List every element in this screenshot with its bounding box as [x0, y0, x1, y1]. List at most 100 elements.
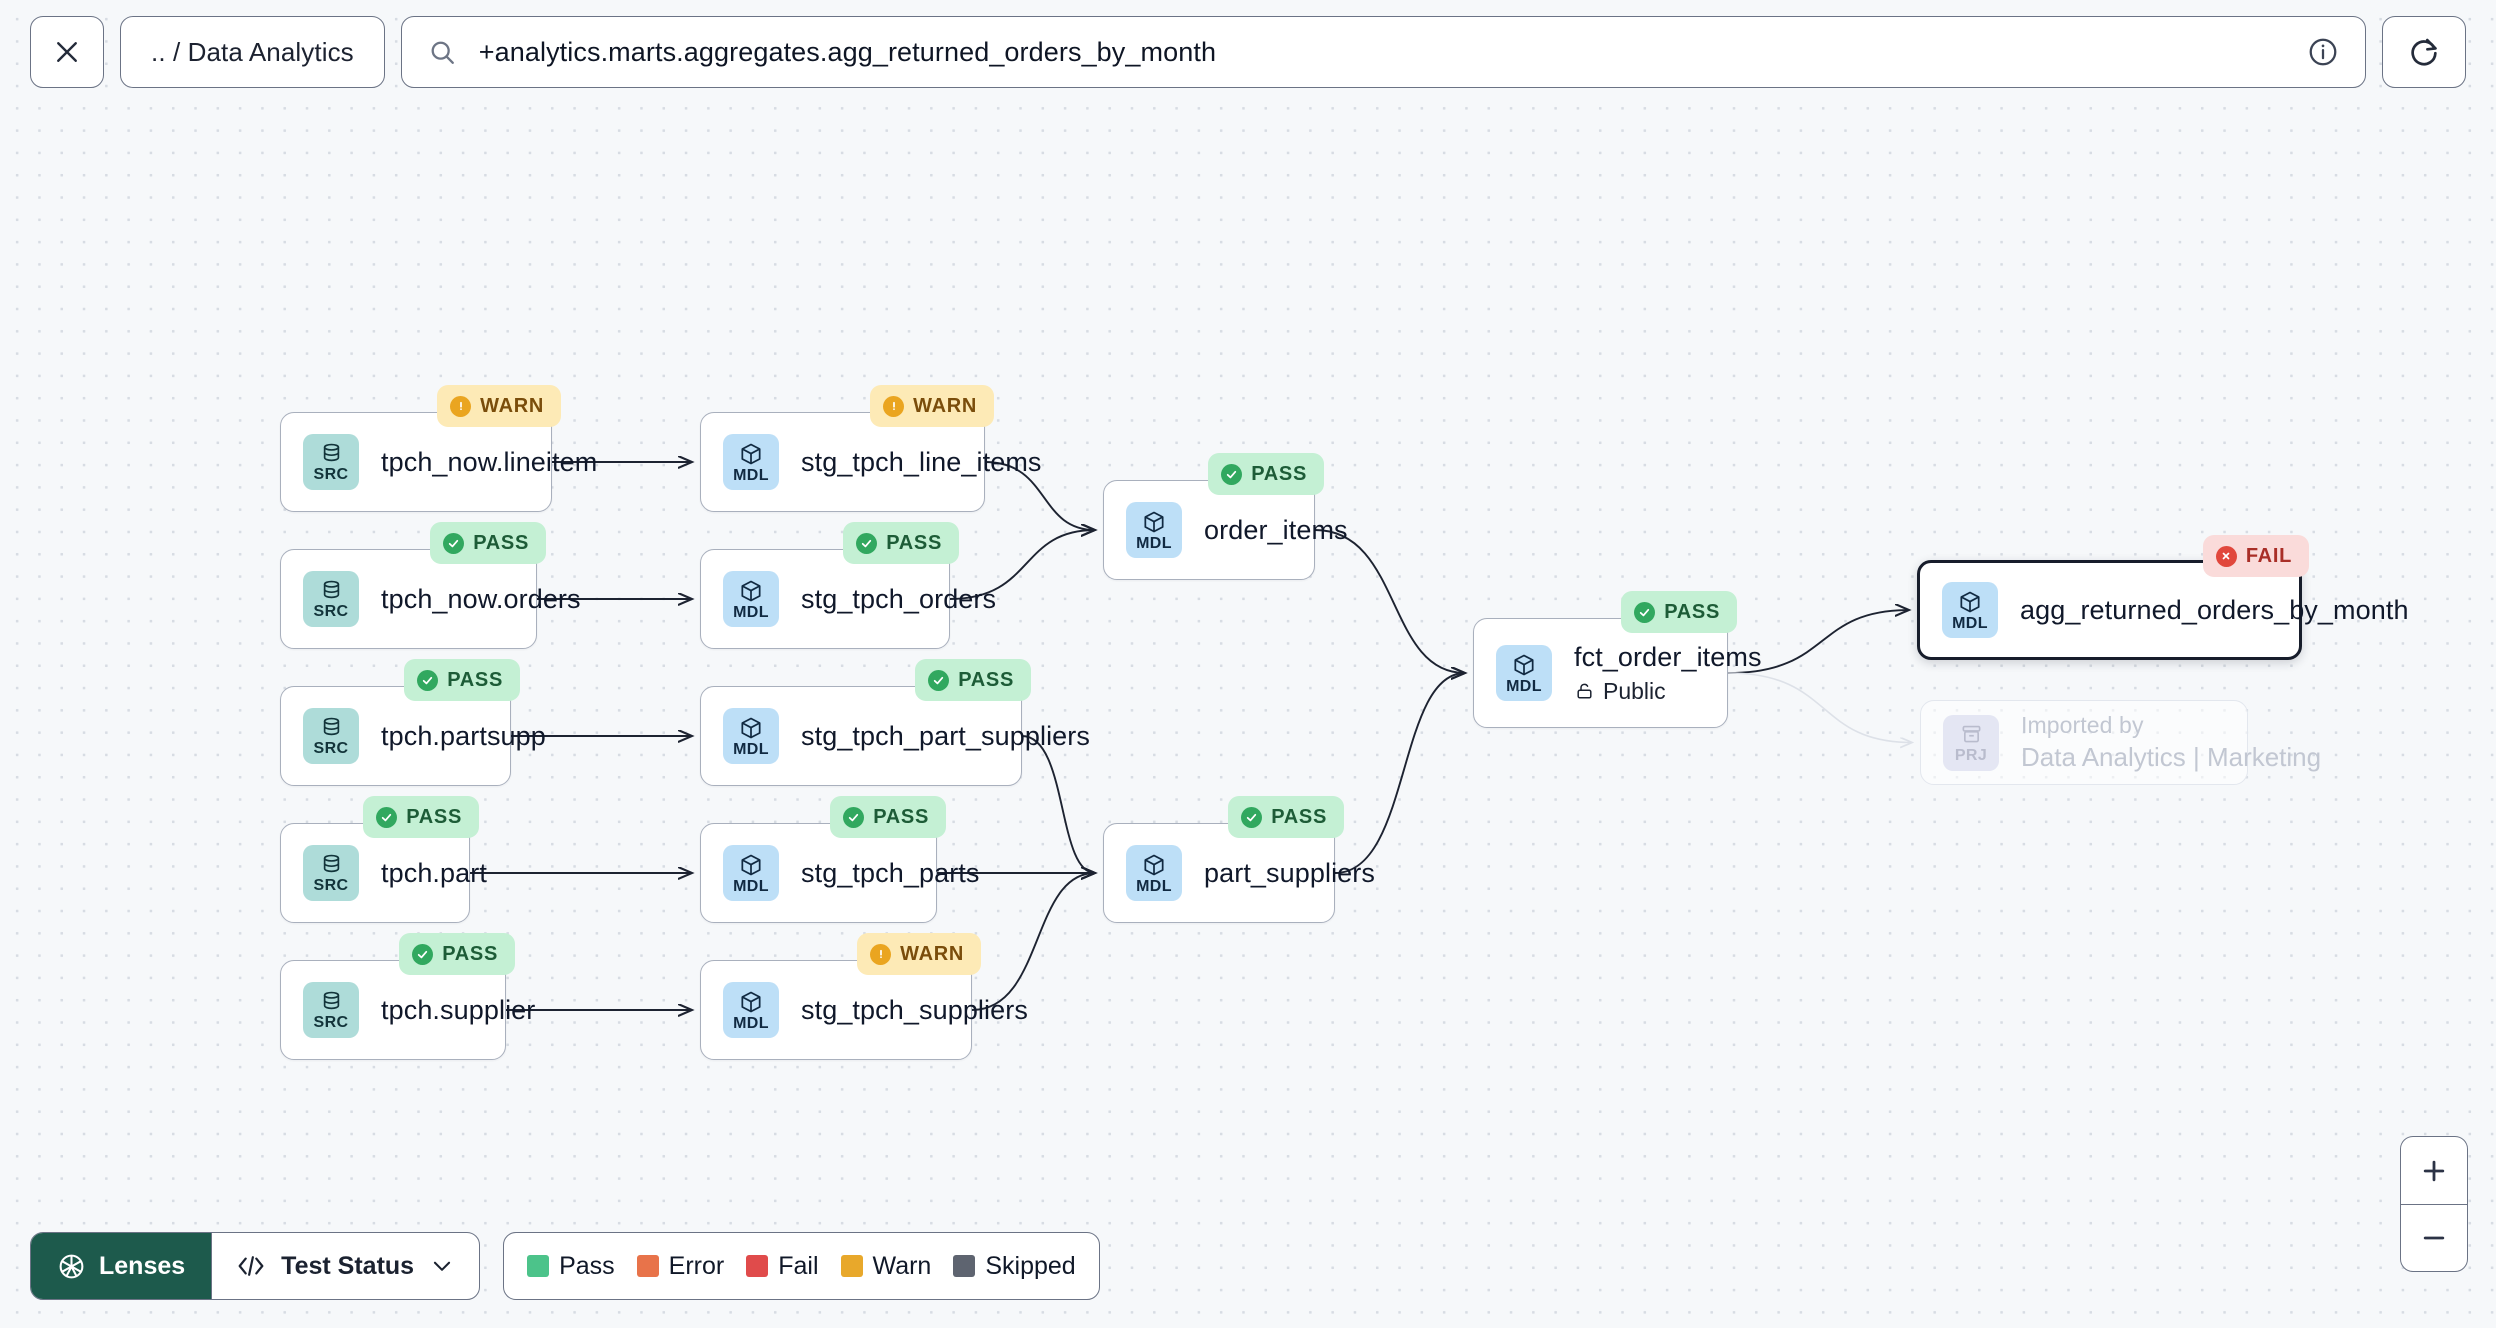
- cube-icon: [741, 580, 761, 601]
- node-label: order_items: [1204, 514, 1348, 545]
- info-icon[interactable]: [2307, 36, 2339, 68]
- edge-fct_order_items-to-imported_by_project: [1727, 672, 1912, 743]
- cube-icon: [741, 991, 761, 1012]
- graph-node-agg_returned_orders_by_month[interactable]: FAIL MDL agg_returned_orders_by_month: [1917, 535, 2408, 660]
- top-toolbar: .. / Data Analytics +analytics.marts.agg…: [0, 0, 2496, 104]
- legend-item-fail[interactable]: Fail: [746, 1252, 819, 1281]
- node-type-badge-mdl: MDL: [1126, 845, 1182, 901]
- graph-node-part_suppliers[interactable]: PASS MDL part_suppliers: [1103, 796, 1375, 923]
- status-badge-label: PASS: [406, 805, 462, 828]
- node-type-label: SRC: [313, 603, 349, 620]
- node-text-group: order_items: [1204, 514, 1348, 546]
- node-type-badge-mdl: MDL: [723, 708, 779, 764]
- status-badge-label: PASS: [1271, 805, 1327, 828]
- graph-node-tpch_now_lineitem[interactable]: WARN SRC tpch_now.lineitem: [280, 385, 598, 512]
- legend-label: Skipped: [985, 1251, 1076, 1280]
- graph-node-stg_tpch_suppliers[interactable]: WARN MDL stg_tpch_suppliers: [700, 933, 1028, 1060]
- status-badge-fail: FAIL: [2202, 535, 2309, 577]
- legend-swatch-error: [636, 1255, 659, 1277]
- node-label: stg_tpch_line_items: [801, 446, 1042, 477]
- test-status-label: Test Status: [281, 1251, 415, 1280]
- graph-node-tpch_now_orders[interactable]: PASS SRC tpch_now.orders: [280, 522, 581, 649]
- legend-label: Error: [668, 1251, 725, 1280]
- legend-item-warn[interactable]: Warn: [840, 1251, 932, 1281]
- lenses-button[interactable]: Lenses: [31, 1233, 212, 1299]
- legend-swatch-pass: [527, 1255, 550, 1277]
- status-badge-pass: PASS: [430, 522, 546, 564]
- zoom-in-button[interactable]: [2401, 1137, 2467, 1204]
- status-badge-label: PASS: [886, 531, 942, 554]
- status-badge-pass: PASS: [843, 522, 959, 564]
- graph-node-tpch_partsupp[interactable]: PASS SRC tpch.partsupp: [280, 659, 546, 786]
- cube-icon: [741, 443, 761, 464]
- node-type-badge-src: SRC: [303, 571, 359, 627]
- search-bar[interactable]: +analytics.marts.aggregates.agg_returned…: [400, 16, 2366, 88]
- legend-item-skipped[interactable]: Skipped: [953, 1251, 1076, 1281]
- chevron-down-icon: [434, 1261, 451, 1271]
- graph-node-stg_tpch_line_items[interactable]: WARN MDL stg_tpch_line_items: [700, 385, 1042, 512]
- refresh-button[interactable]: [2382, 16, 2466, 88]
- status-dot-icon: [376, 806, 398, 828]
- status-dot-icon: [1634, 601, 1656, 623]
- check-icon: [934, 676, 944, 684]
- node-type-label: MDL: [733, 603, 769, 621]
- node-text-group: tpch.partsupp: [381, 721, 546, 752]
- node-label: stg_tpch_parts: [801, 857, 980, 888]
- check-icon: [849, 813, 859, 821]
- zoom-controls: [2400, 1136, 2468, 1272]
- graph-node-stg_tpch_orders[interactable]: PASS MDL stg_tpch_orders: [700, 522, 997, 649]
- node-type-badge-mdl: MDL: [723, 434, 779, 490]
- lenses-control-group: Lenses Test Status: [30, 1232, 481, 1300]
- graph-node-stg_tpch_parts[interactable]: PASS MDL stg_tpch_parts: [700, 796, 980, 923]
- breadcrumb[interactable]: .. / Data Analytics: [120, 16, 385, 88]
- status-dot-icon: [450, 395, 472, 417]
- exclamation-icon: [892, 401, 895, 411]
- cube-icon: [1144, 511, 1164, 532]
- node-type-label: MDL: [1506, 677, 1542, 695]
- node-label: tpch_now.lineitem: [381, 446, 598, 477]
- legend-label: Warn: [872, 1251, 932, 1280]
- legend-item-error[interactable]: Error: [636, 1251, 725, 1281]
- legend-swatch-fail: [746, 1255, 769, 1277]
- node-type-label: SRC: [313, 877, 349, 894]
- node-text-group: stg_tpch_orders: [801, 583, 997, 615]
- node-text-group: part_suppliers: [1204, 858, 1375, 889]
- database-icon: [323, 443, 339, 462]
- status-dot-icon: [417, 669, 439, 691]
- graph-node-fct_order_items[interactable]: PASS MDL fct_order_items Public: [1473, 591, 1762, 728]
- check-icon: [382, 813, 392, 821]
- node-label: fct_order_items: [1574, 641, 1762, 672]
- status-badge-pass: PASS: [830, 796, 946, 838]
- graph-node-tpch_supplier[interactable]: PASS SRC tpch.supplier: [280, 933, 536, 1060]
- node-text-group: fct_order_items Public: [1574, 641, 1762, 705]
- legend-label: Pass: [559, 1251, 615, 1280]
- check-icon: [449, 539, 459, 547]
- check-icon: [423, 676, 433, 684]
- legend-item-pass[interactable]: Pass: [527, 1252, 615, 1281]
- status-badge-warn: WARN: [437, 385, 561, 427]
- node-text-group: tpch_now.lineitem: [381, 446, 598, 478]
- node-sublabel: Public: [1574, 678, 1727, 705]
- node-type-label: SRC: [313, 740, 349, 757]
- graph-node-tpch_part[interactable]: PASS SRC tpch.part: [280, 796, 487, 923]
- graph-node-stg_tpch_part_suppliers[interactable]: PASS MDL stg_tpch_part_suppliers: [700, 659, 1090, 786]
- search-input[interactable]: +analytics.marts.aggregates.agg_returned…: [478, 36, 1217, 67]
- cube-icon: [741, 854, 761, 875]
- node-label: Imported by: [2021, 712, 2144, 738]
- cube-icon: [1514, 654, 1534, 675]
- status-badge-label: WARN: [480, 394, 544, 417]
- node-label: tpch.supplier: [381, 994, 536, 1025]
- close-button[interactable]: [30, 16, 104, 88]
- graph-node-order_items[interactable]: PASS MDL order_items: [1103, 453, 1348, 580]
- aperture-icon: [59, 1254, 84, 1278]
- node-label: stg_tpch_suppliers: [801, 994, 1028, 1025]
- check-icon: [1247, 813, 1257, 821]
- status-badge-pass: PASS: [1208, 453, 1324, 495]
- test-status-dropdown[interactable]: Test Status: [211, 1233, 479, 1299]
- node-label: stg_tpch_orders: [801, 583, 997, 614]
- zoom-out-button[interactable]: [2401, 1204, 2467, 1271]
